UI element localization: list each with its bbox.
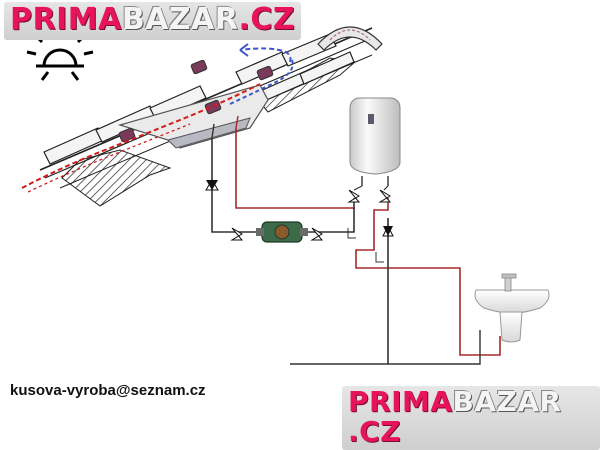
cold-pipe xyxy=(211,138,355,233)
contact-email: kusova-vyroba@seznam.cz xyxy=(10,382,206,399)
piping xyxy=(211,115,501,365)
watermark-part2: BAZAR xyxy=(121,2,239,37)
pump-icon xyxy=(256,221,308,243)
watermark-part1: PRIMA xyxy=(10,2,122,37)
faucet-icon xyxy=(501,273,517,292)
boiler-tank-icon xyxy=(349,97,401,191)
check-valve-icon xyxy=(205,179,394,237)
roof-insulation xyxy=(61,149,172,207)
airflow-arrow-icon xyxy=(229,43,294,105)
watermark-logo: PRIMABAZAR .CZ xyxy=(342,386,600,450)
hot-pipe xyxy=(355,198,501,356)
roof-ridge xyxy=(317,26,383,51)
warm-airflow xyxy=(21,83,261,193)
ball-valve-icon xyxy=(230,189,392,241)
hot-pipe xyxy=(235,128,355,209)
roof xyxy=(39,26,383,207)
watermark-logo: PRIMABAZAR.CZ xyxy=(4,2,302,40)
watermark-part2: BAZAR xyxy=(452,385,562,418)
watermark-part1: PRIMA xyxy=(348,385,453,418)
solar-heating-diagram xyxy=(21,26,550,365)
watermark-part3: .CZ xyxy=(238,2,296,37)
watermark-part3: .CZ xyxy=(348,415,401,448)
washbasin-icon xyxy=(474,289,550,343)
cold-pipe xyxy=(388,330,481,365)
